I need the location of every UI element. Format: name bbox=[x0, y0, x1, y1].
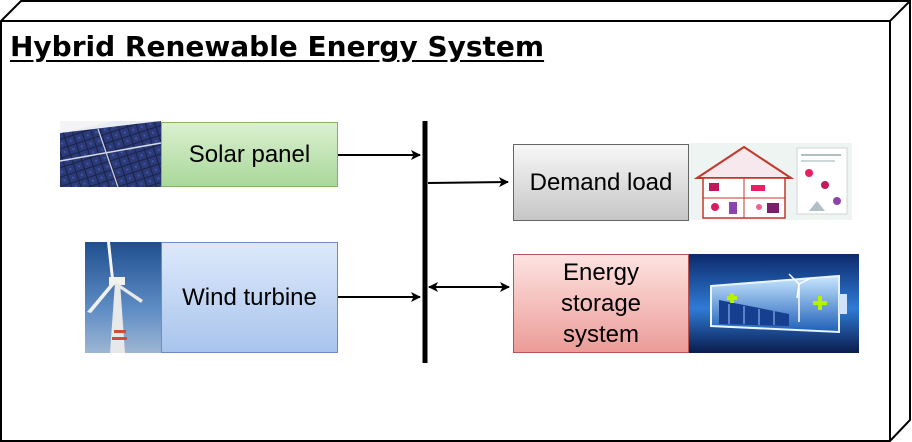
demand-load-label: Demand load bbox=[529, 168, 673, 196]
storage-label-line-3: system bbox=[562, 321, 639, 349]
battery-illustration bbox=[689, 254, 859, 353]
demand-load-box: Demand load bbox=[513, 144, 689, 221]
solar-panel-box: Solar panel bbox=[161, 122, 338, 187]
solar-panel-label: Solar panel bbox=[188, 140, 311, 168]
solar-panel-image bbox=[60, 121, 161, 187]
energy-storage-box: Energy storage system bbox=[513, 254, 689, 353]
storage-label-line-2: storage bbox=[560, 289, 642, 317]
wind-turbine-box: Wind turbine bbox=[161, 242, 338, 353]
storage-label-line-1: Energy bbox=[562, 258, 640, 286]
wind-turbine-label: Wind turbine bbox=[182, 283, 317, 311]
bus-to-load-arrow bbox=[427, 177, 509, 188]
wind-turbine-image bbox=[85, 242, 161, 353]
diagram-title: Hybrid Renewable Energy System bbox=[10, 30, 545, 63]
house-appliances-image bbox=[689, 143, 852, 220]
